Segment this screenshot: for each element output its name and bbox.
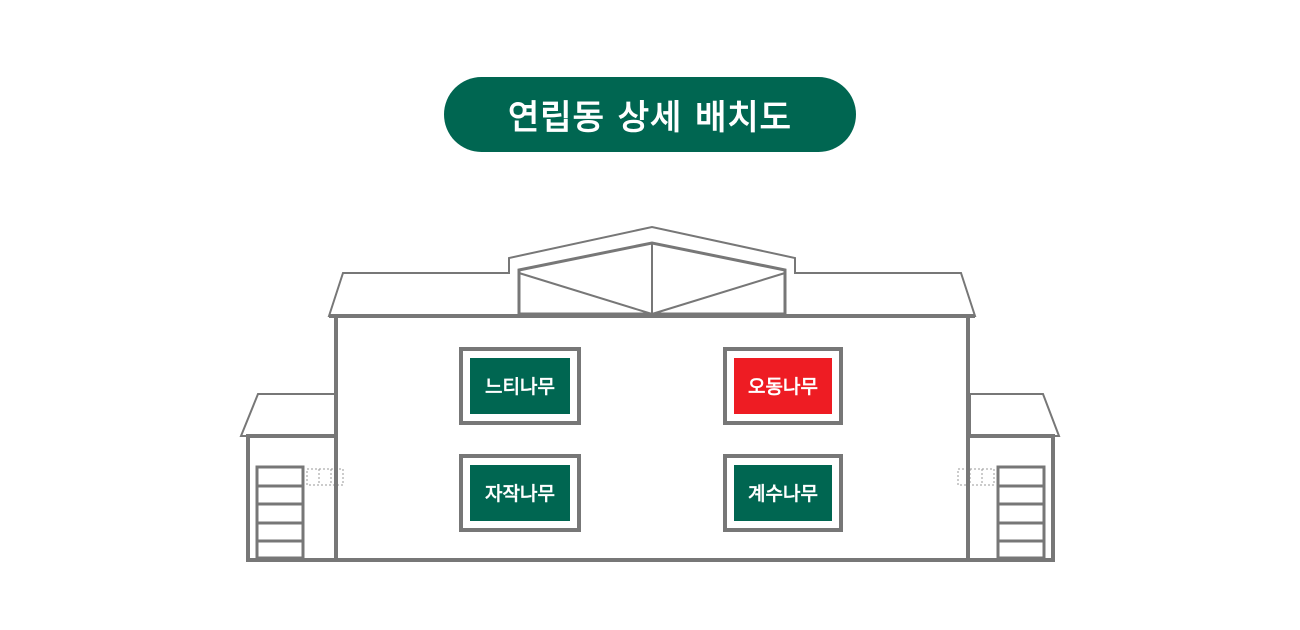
- left-annex-roof: [239, 393, 336, 437]
- right-annex-roof: [969, 393, 1061, 437]
- left-annex-window: [306, 468, 344, 486]
- main-building-body: [334, 316, 970, 562]
- left-stair: [255, 465, 305, 560]
- room-frame-3: [459, 454, 581, 532]
- right-annex-window: [957, 468, 995, 486]
- room-label-1: 느티나무: [485, 376, 555, 398]
- page-title: 연립동 상세 배치도: [444, 77, 856, 152]
- room-2-fill: [734, 358, 832, 414]
- main-roof: [327, 225, 977, 317]
- room-label-2: 오동나무: [748, 376, 818, 398]
- right-stair: [996, 465, 1046, 560]
- room-3-fill: [470, 465, 570, 521]
- room-label-4: 계수나무: [748, 483, 818, 505]
- room-label-3: 자작나무: [485, 483, 555, 505]
- room-frame-4: [723, 454, 843, 532]
- room-frame-1: [459, 347, 581, 425]
- room-1-fill: [470, 358, 570, 414]
- skylight: [517, 241, 787, 316]
- room-frame-2: [723, 347, 843, 425]
- room-4-fill: [734, 465, 832, 521]
